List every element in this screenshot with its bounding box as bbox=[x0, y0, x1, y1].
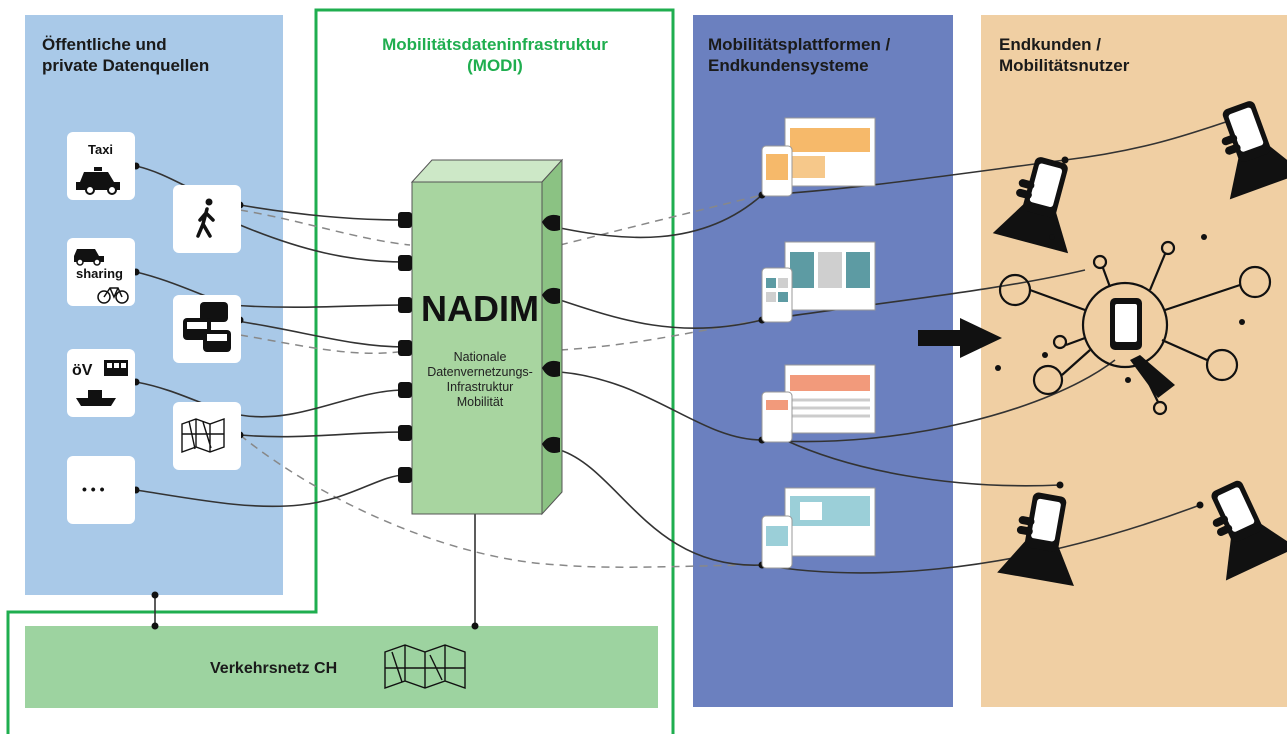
web-device-4 bbox=[761, 487, 876, 569]
map-tile bbox=[173, 402, 241, 470]
arrow-right-icon bbox=[918, 318, 1002, 358]
nadim-plugs-right bbox=[542, 214, 560, 453]
taxi-tile bbox=[67, 132, 135, 200]
web-device-3 bbox=[761, 364, 876, 443]
network-label: Verkehrsnetz CH bbox=[210, 660, 338, 677]
taxi-label: Taxi bbox=[88, 142, 114, 157]
car-sharing-icon bbox=[74, 249, 104, 266]
dashed-connections bbox=[239, 194, 763, 568]
bike-icon bbox=[97, 287, 129, 304]
nadim-title: NADIM bbox=[421, 288, 539, 329]
hub-phone-icon bbox=[1110, 298, 1175, 398]
more-tile bbox=[67, 456, 135, 524]
taxi-icon bbox=[76, 167, 120, 195]
mobility-hub bbox=[998, 240, 1272, 416]
sources-title: Öffentliche und private Datenquellen bbox=[42, 35, 210, 75]
public-transport-icon bbox=[76, 360, 128, 406]
sharing-tile bbox=[67, 238, 135, 306]
web-device-2 bbox=[761, 241, 876, 323]
pedestrian-tile bbox=[173, 185, 241, 253]
nadim-plugs-left bbox=[398, 212, 412, 483]
network-map-icon bbox=[384, 644, 466, 689]
modi-border bbox=[6, 8, 675, 734]
pedestrian-icon bbox=[196, 198, 215, 238]
sources-panel bbox=[25, 15, 283, 595]
sharing-label: sharing bbox=[76, 266, 123, 281]
hub-dots bbox=[995, 234, 1245, 383]
modi-title: Mobilitätsdateninfrastruktur (MODI) bbox=[382, 35, 608, 75]
nadim-subtitle: Nationale Datenvernetzungs- Infrastruktu… bbox=[427, 350, 533, 409]
more-label: • • • bbox=[82, 481, 105, 497]
ov-label: öV bbox=[72, 362, 93, 379]
platforms-title: Mobilitätsplattformen / Endkundensysteme bbox=[708, 35, 891, 75]
web-device-1 bbox=[761, 117, 876, 197]
traffic-tile bbox=[173, 295, 241, 363]
traffic-cars-icon bbox=[183, 302, 231, 352]
ov-tile bbox=[67, 349, 135, 417]
nadim-box bbox=[410, 158, 564, 516]
customers-title: Endkunden / Mobilitätsnutzer bbox=[999, 35, 1130, 75]
map-icon bbox=[181, 418, 225, 453]
network-panel bbox=[25, 626, 658, 708]
